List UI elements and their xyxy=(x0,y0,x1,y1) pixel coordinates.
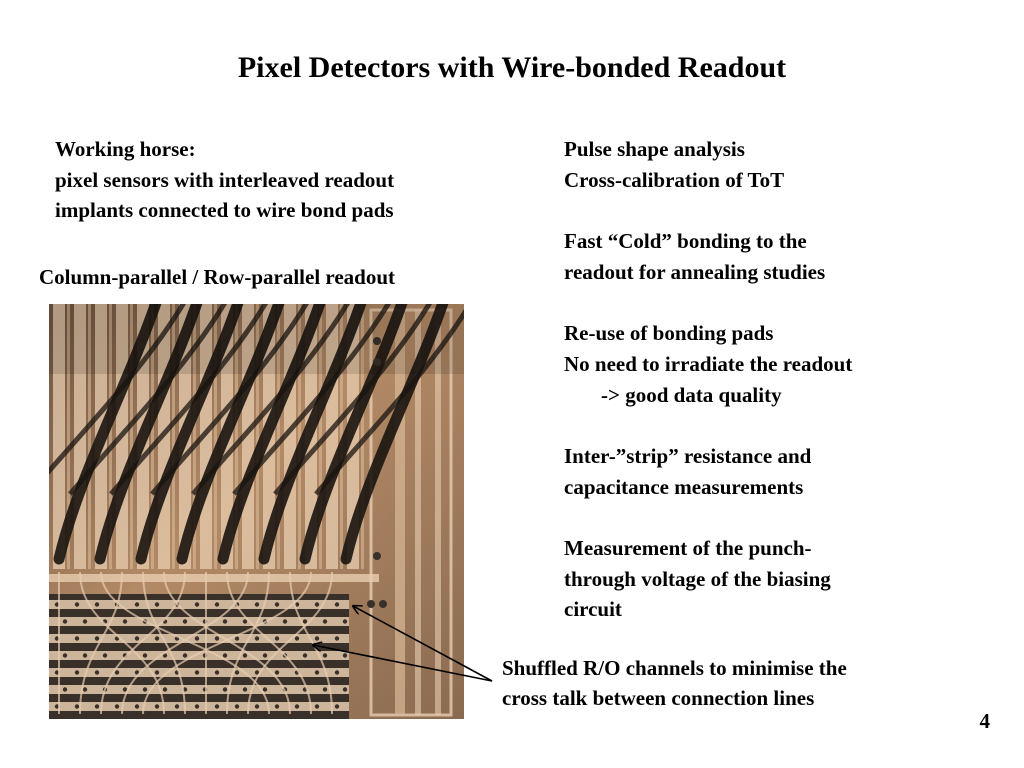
right-line xyxy=(564,410,984,441)
intro-text: Working horse: pixel sensors with interl… xyxy=(55,134,505,226)
right-line: capacitance measurements xyxy=(564,474,804,499)
wire-bonded-pixel-sensor-photo xyxy=(49,304,464,719)
right-line: Measurement of the punch- xyxy=(564,536,812,561)
intro-line: Working horse: xyxy=(55,137,196,161)
right-line xyxy=(564,288,984,319)
intro-line: pixel sensors with interleaved readout xyxy=(55,167,395,192)
shuffle-note-line: Shuffled R/O channels to minimise the xyxy=(502,656,847,680)
right-line: readout for annealing studies xyxy=(564,259,826,284)
photo-caption: Column-parallel / Row-parallel readout xyxy=(39,265,396,289)
right-line xyxy=(564,502,984,533)
sensor-photo xyxy=(49,304,464,719)
slide-title: Pixel Detectors with Wire-bonded Readout xyxy=(237,51,787,84)
right-line: Re-use of bonding pads xyxy=(564,321,774,346)
right-column-text: Pulse shape analysis Cross-calibration o… xyxy=(564,134,984,625)
right-line: circuit xyxy=(564,597,622,622)
right-line xyxy=(564,195,984,226)
shuffle-note: Shuffled R/O channels to minimise the cr… xyxy=(502,653,982,713)
right-line: No need to irradiate the readout xyxy=(564,351,853,376)
right-line: Fast “Cold” bonding to the xyxy=(564,229,807,254)
right-line: Inter-”strip” resistance and xyxy=(564,443,812,468)
intro-line: implants connected to wire bond pads xyxy=(55,198,394,222)
right-line: through voltage of the biasing xyxy=(564,566,831,591)
right-line: Pulse shape analysis xyxy=(564,137,745,161)
page-number: 4 xyxy=(979,709,991,733)
right-line: -> good data quality xyxy=(601,382,782,407)
right-line: Cross-calibration of ToT xyxy=(564,167,785,192)
shuffle-note-line: cross talk between connection lines xyxy=(502,686,815,710)
